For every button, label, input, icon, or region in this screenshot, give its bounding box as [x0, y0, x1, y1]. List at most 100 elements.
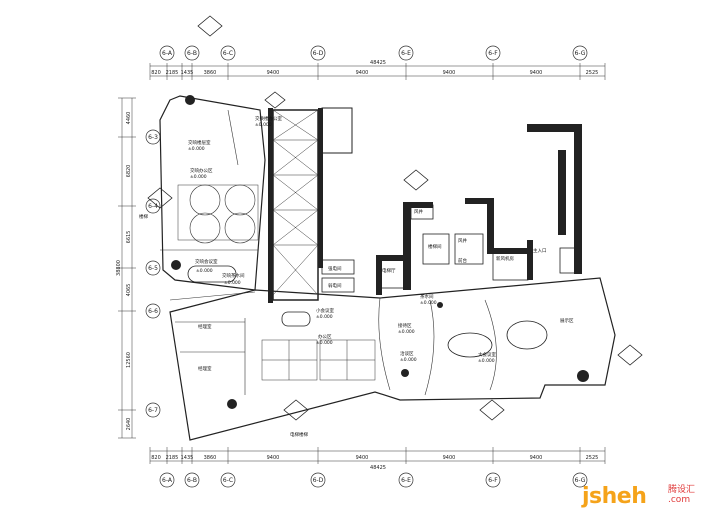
dim-value: 6820 — [126, 165, 132, 178]
grid-col-label: 6-C — [223, 477, 233, 484]
room-level: ±0.000 — [188, 146, 205, 152]
room-level: ±0.000 — [190, 174, 207, 180]
room-labels: 交响楼层室 ±0.000 交响办公区 ±0.000 交响会议室 ±0.000 交… — [139, 115, 574, 438]
grid-col-label: 6-D — [313, 477, 324, 484]
dim-value: 4460 — [126, 112, 132, 125]
grid-col-label: 6-C — [223, 50, 233, 57]
room-label: 电梯厅 — [382, 267, 396, 274]
room-label: 洽谈区 — [400, 350, 414, 357]
grid-col-label: 6-E — [401, 477, 411, 484]
grid-col-label: 6-B — [187, 50, 197, 57]
room-label: 楼梯 — [139, 213, 148, 220]
elevator-core — [268, 107, 355, 303]
exterior-outline — [159, 95, 616, 441]
grid-col-label: 6-F — [488, 50, 498, 57]
room-label: 主入口 — [533, 247, 547, 254]
dim-value: 3860 — [204, 455, 217, 461]
dim-value: 9400 — [356, 455, 369, 461]
dim-value: 9400 — [356, 70, 369, 76]
room-level: ±0.000 — [255, 122, 272, 128]
room-label: 交响办公区 — [190, 167, 213, 174]
room-label: 弱电间 — [328, 282, 342, 289]
dim-value: 4065 — [126, 284, 132, 297]
room-label: 风井 — [458, 237, 467, 244]
left-dim-values: 4460 6820 6615 4065 12560 2640 38800 — [116, 112, 132, 431]
logo-cn: 腾设汇 — [668, 485, 696, 495]
room-level: ±0.000 — [398, 329, 415, 335]
dim-value: 12560 — [126, 352, 132, 368]
bottom-total-dim: 48425 — [370, 465, 386, 471]
grid-row-label: 6-7 — [148, 407, 158, 414]
top-grid-labels: 6-A 6-B 6-C 6-D 6-E 6-F 6-G — [162, 50, 586, 57]
meeting-tables — [187, 265, 548, 358]
room-label: 楼梯间 — [428, 243, 442, 250]
structural-walls — [376, 124, 582, 295]
dim-value: 9400 — [267, 455, 280, 461]
workstations — [177, 184, 376, 381]
logo-dotcom: .com — [668, 495, 691, 505]
room-label: 前台 — [458, 257, 467, 264]
dim-value: 1435 — [181, 455, 194, 461]
room-label: 电梯楼梯 — [290, 431, 308, 438]
room-label: 交换楼办公室 — [255, 115, 282, 122]
room-label: 强电间 — [328, 265, 342, 272]
dim-value: 3860 — [204, 70, 217, 76]
grid-row-label: 6-5 — [148, 265, 158, 272]
dim-value: 9400 — [267, 70, 280, 76]
dim-value: 2525 — [586, 70, 599, 76]
room-level: ±0.000 — [224, 280, 241, 286]
left-grid-labels: 6-3 6-4 6-5 6-6 6-7 — [148, 134, 158, 414]
dim-value: 1435 — [181, 70, 194, 76]
bottom-grid-axes — [159, 472, 588, 488]
grid-col-label: 6-F — [488, 477, 498, 484]
dim-value: 2185 — [166, 455, 179, 461]
dim-value: 9400 — [530, 455, 543, 461]
site-logo: jsheh 腾设汇 .com — [582, 481, 722, 511]
columns — [171, 95, 589, 409]
room-label: 接待区 — [398, 322, 412, 329]
room-label: 经理室 — [198, 365, 212, 372]
grid-col-label: 6-G — [575, 477, 586, 484]
section-markers — [147, 15, 643, 421]
room-label: 展示区 — [560, 318, 574, 324]
grid-row-label: 6-4 — [148, 203, 158, 210]
room-level: ±0.000 — [478, 358, 495, 364]
dim-value: 9400 — [530, 70, 543, 76]
room-label: 交响茶水间 — [222, 272, 245, 279]
logo-wordmark: jsheh — [582, 484, 647, 509]
dim-value: 2185 — [166, 70, 179, 76]
room-label: 风井 — [414, 208, 423, 215]
bottom-dimension-chain — [149, 447, 606, 464]
top-dim-values: 820 2185 1435 3860 9400 9400 9400 9400 2… — [151, 70, 598, 76]
dim-value: 38800 — [116, 260, 122, 276]
grid-col-label: 6-A — [162, 477, 173, 484]
grid-row-label: 6-6 — [148, 308, 158, 315]
dim-value: 9400 — [443, 70, 456, 76]
grid-col-label: 6-A — [162, 50, 173, 57]
room-level: ±0.000 — [196, 268, 213, 274]
dim-value: 2640 — [126, 418, 132, 431]
room-label: 大会议室 — [478, 351, 496, 358]
grid-col-label: 6-G — [575, 50, 586, 57]
room-label: 办公区 — [318, 333, 332, 340]
bottom-grid-labels: 6-A 6-B 6-C 6-D 6-E 6-F 6-G — [162, 477, 586, 484]
top-total-dim: 48425 — [370, 60, 386, 66]
dim-value: 820 — [151, 70, 161, 76]
room-label: 经理室 — [198, 323, 212, 330]
hex-desk-cluster — [189, 184, 256, 244]
top-grid-axes — [159, 45, 588, 61]
room-label: 新风机房 — [496, 255, 514, 262]
dim-value: 2525 — [586, 455, 599, 461]
room-level: ±0.000 — [316, 340, 333, 346]
partitions — [160, 109, 497, 396]
dim-value: 6615 — [126, 231, 132, 244]
left-grid-axes — [145, 129, 161, 418]
dim-value: 9400 — [443, 455, 456, 461]
room-label: 小会议室 — [316, 307, 334, 314]
core-rooms — [377, 204, 581, 289]
room-label: 茶水间 — [420, 293, 434, 300]
bottom-dim-values: 820 2185 1435 3860 9400 9400 9400 9400 2… — [151, 455, 598, 461]
room-label: 交响楼层室 — [188, 139, 211, 146]
top-dimension-chain — [149, 63, 606, 80]
